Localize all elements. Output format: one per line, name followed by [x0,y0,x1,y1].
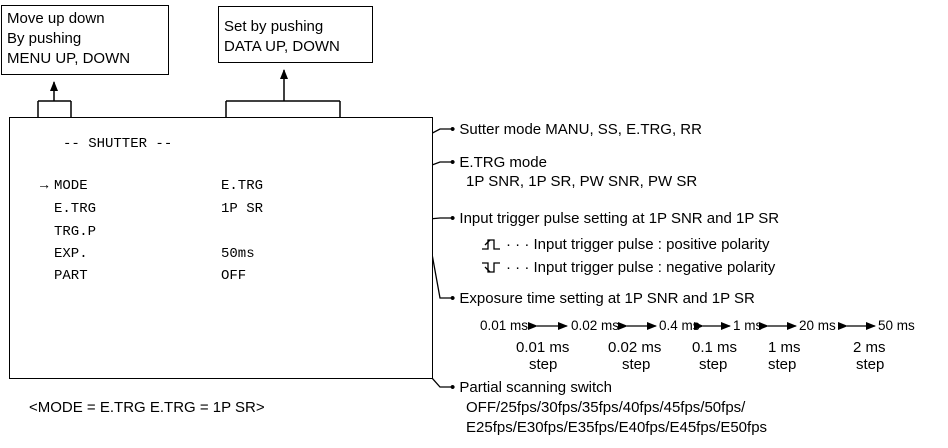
row-value-mode: E.TRG [221,178,264,194]
step-5-value: 2 ms [853,339,886,356]
step-1-value: 0.01 ms [516,339,570,356]
data-bracket [225,69,341,117]
cursor-arrow: → [40,178,49,194]
exposure-value-4: 1 ms [733,318,763,333]
data-line-2: DATA UP, DOWN [224,38,340,55]
note-partial: • Partial scanning switch [450,379,612,396]
menu-line-2: By pushing [7,30,82,47]
menu-line-1: Move up down [7,10,105,27]
negative-pulse-icon [482,262,500,273]
exposure-value-2: 0.02 ms [571,318,620,333]
note-partial-line-2: E25fps/E30fps/E35fps/E40fps/E45fps/E50fp… [466,419,768,436]
menu-instruction-box [1,5,169,75]
exposure-value-5: 20 ms [799,318,836,333]
row-value-exp: 50ms [221,246,255,262]
step-4-label: step [768,356,797,373]
step-4-value: 1 ms [768,339,801,356]
note-etrg-mode-values: 1P SNR, 1P SR, PW SNR, PW SR [466,173,698,190]
screen-title: -- SHUTTER -- [63,136,173,152]
row-label-part: PART [54,268,88,284]
step-2-label: step [622,356,651,373]
data-line-1: Set by pushing [224,18,324,35]
data-instruction-box [218,6,373,63]
menu-bracket [37,81,72,117]
step-3-label: step [699,356,728,373]
note-partial-line-1: OFF/25fps/30fps/35fps/40fps/45fps/50fps/ [466,399,746,416]
note-shutter-mode: • Sutter mode MANU, SS, E.TRG, RR [450,121,702,138]
note-positive: · · · Input trigger pulse : positive pol… [506,236,770,253]
step-2-value: 0.02 ms [608,339,662,356]
step-5-label: step [856,356,885,373]
row-label-trgp: TRG.P [54,224,97,240]
note-trigger: • Input trigger pulse setting at 1P SNR … [450,210,780,227]
exposure-value-1: 0.01 ms [480,318,529,333]
shutter-screen [9,117,433,379]
screen-caption: <MODE = E.TRG E.TRG = 1P SR> [29,399,265,416]
positive-pulse-icon [482,239,500,250]
row-label-etrg: E.TRG [54,201,97,217]
note-negative: · · · Input trigger pulse : negative pol… [506,259,776,276]
note-exposure: • Exposure time setting at 1P SNR and 1P… [450,290,755,307]
exposure-value-6: 50 ms [878,318,915,333]
step-3-value: 0.1 ms [692,339,738,356]
exposure-value-3: 0.4 ms [659,318,700,333]
row-value-etrg: 1P SR [221,201,264,217]
row-label-mode: MODE [54,178,88,194]
menu-line-3: MENU UP, DOWN [7,50,131,67]
row-label-exp: EXP. [54,246,88,262]
step-1-label: step [529,356,558,373]
note-etrg-mode: • E.TRG mode [450,154,547,171]
row-value-part: OFF [221,268,247,284]
